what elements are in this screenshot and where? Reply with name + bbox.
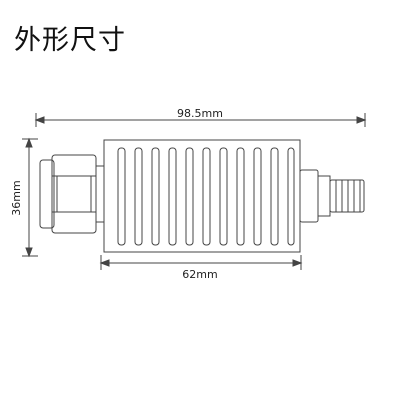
nut-collar [95, 165, 105, 223]
fin-slot [168, 147, 177, 246]
height-label: 36mm [10, 180, 23, 215]
fin-slot [270, 147, 279, 246]
right-connector-flange [299, 169, 319, 223]
overall-length-dimension [34, 113, 367, 127]
height-arrow-bottom [25, 247, 33, 258]
fin-slot [219, 147, 228, 246]
overall-length-arrow-right [356, 116, 367, 124]
fin-slot [117, 147, 126, 246]
page-title: 外形尺寸 [14, 25, 126, 56]
left-connector-nut [39, 154, 105, 234]
body-length-dimension [99, 255, 303, 270]
height-dimension [22, 137, 38, 258]
body-length-label: 62mm [182, 268, 217, 281]
right-connector-threaded-barrel [329, 179, 365, 213]
hex-nut-body [51, 154, 97, 234]
fin-slot [253, 147, 262, 246]
heatsink-fin-slots [117, 147, 295, 246]
heatsink-outline [103, 139, 301, 253]
right-connector [299, 169, 365, 223]
fin-slot [202, 147, 211, 246]
fin-slot [236, 147, 245, 246]
body-length-arrow-left [99, 259, 110, 267]
fin-slot [287, 147, 295, 246]
nut-end-cap [39, 159, 55, 229]
body-length-arrow-right [292, 259, 303, 267]
height-arrow-top [25, 137, 33, 148]
overall-length-arrow-left [34, 116, 45, 124]
fin-slot [185, 147, 194, 246]
overall-length-label: 98.5mm [177, 107, 223, 120]
heatsink-body [103, 139, 301, 253]
fin-slot [134, 147, 143, 246]
right-connector-shoulder [317, 175, 331, 217]
fin-slot [151, 147, 160, 246]
